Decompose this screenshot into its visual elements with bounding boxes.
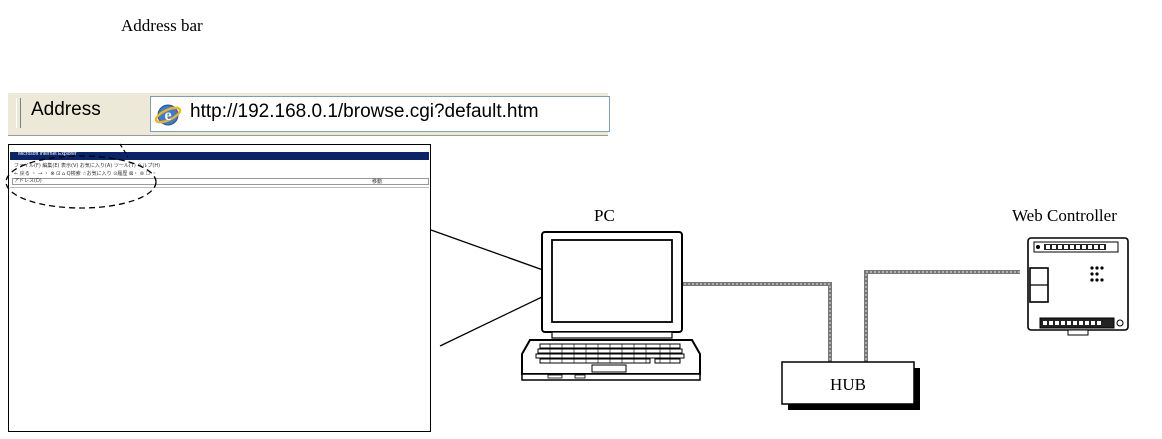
internet-explorer-icon: e [154, 104, 182, 126]
toolbar-grip [16, 98, 21, 128]
pc-label: PC [594, 206, 615, 225]
address-input[interactable] [150, 96, 610, 132]
hub-box: HUB [781, 361, 920, 410]
address-bar-caption: Address bar [121, 16, 203, 35]
browser-address-field [12, 178, 429, 185]
browser-title: Microsoft Internet Explorer [18, 151, 77, 157]
network-cables [680, 270, 1020, 362]
address-label: Address [31, 99, 101, 120]
cable-controller-hub [864, 270, 1020, 362]
hub-label: HUB [830, 375, 866, 394]
pc-laptop-icon [521, 231, 701, 381]
browser-go-button: 移動 [372, 179, 383, 185]
address-url: http://192.168.0.1/browse.cgi?default.ht… [190, 101, 539, 122]
browser-title-bar [10, 152, 429, 160]
browser-window [8, 144, 431, 432]
web-controller-icon [1027, 237, 1129, 336]
browser-toolbar: ← 戻る ・ → ・ ⊗ ⊡ ⌂ Q検索 ☆お気に入り ⊙履歴 ⊠・ ⊜ ☐ ・ [14, 171, 157, 177]
browser-menu-bar: ファイル(F) 編集(E) 表示(V) お気に入り(A) ツール(T) ヘルプ(… [14, 163, 161, 169]
address-highlight-connector [119, 143, 129, 158]
web-controller-label: Web Controller [1012, 206, 1117, 225]
cable-pc-hub [680, 282, 832, 362]
browser-separator [10, 187, 429, 188]
svg-text:e: e [164, 107, 171, 124]
address-highlight-ellipse [5, 155, 157, 209]
browser-address-label: アドレス(D) [14, 178, 42, 184]
